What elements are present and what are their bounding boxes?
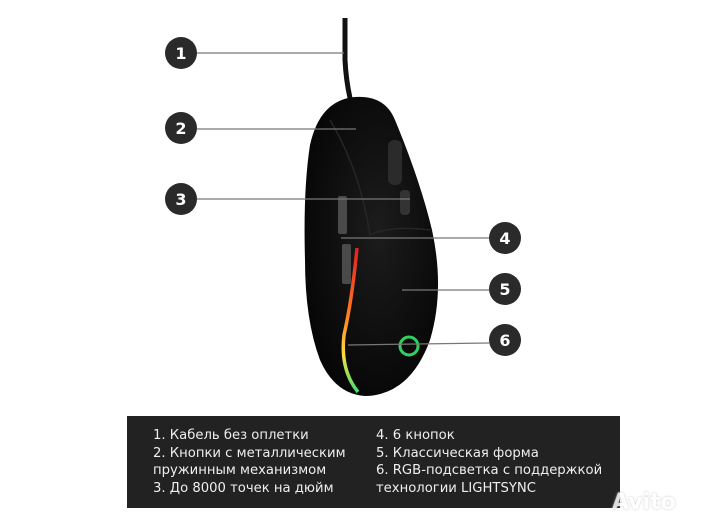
left-button-seam — [329, 119, 431, 237]
g-logo-icon — [398, 335, 420, 357]
callout-1: 1 — [165, 37, 197, 69]
callout-5: 5 — [489, 273, 521, 305]
legend-item: пружинным механизмом — [153, 463, 327, 478]
rgb-strip — [341, 247, 360, 394]
legend-item: 3. До 8000 точек на дюйм — [153, 480, 334, 496]
mouse-body — [304, 96, 439, 396]
legend-item: 6. RGB-подсветка с поддержкой — [376, 463, 603, 478]
callout-6: 6 — [489, 324, 521, 356]
callout-4: 4 — [489, 222, 521, 254]
scroll-wheel — [388, 140, 402, 185]
side-button-front — [338, 196, 347, 234]
legend-item: 4. 6 кнопок — [376, 428, 455, 443]
callout-3: 3 — [165, 183, 197, 215]
legend-item: 5. Классическая форма — [376, 445, 539, 461]
legend-left: 1. Кабель без оплетки 2. Кнопки с металл… — [153, 427, 346, 497]
callout-2: 2 — [165, 112, 197, 144]
cable — [342, 18, 353, 99]
legend-right: 4. 6 кнопок 5. Классическая форма 6. RGB… — [376, 427, 602, 497]
dpi-button — [400, 190, 410, 215]
legend-item: технологии LIGHTSYNC — [376, 480, 536, 496]
leader-lines — [197, 52, 490, 346]
side-button-back — [342, 244, 351, 284]
legend-item: 2. Кнопки с металлическим — [153, 445, 346, 461]
avito-watermark: Avito — [612, 490, 676, 515]
legend-box: 1. Кабель без оплетки 2. Кнопки с металл… — [127, 416, 620, 508]
legend-item: 1. Кабель без оплетки — [153, 428, 309, 443]
